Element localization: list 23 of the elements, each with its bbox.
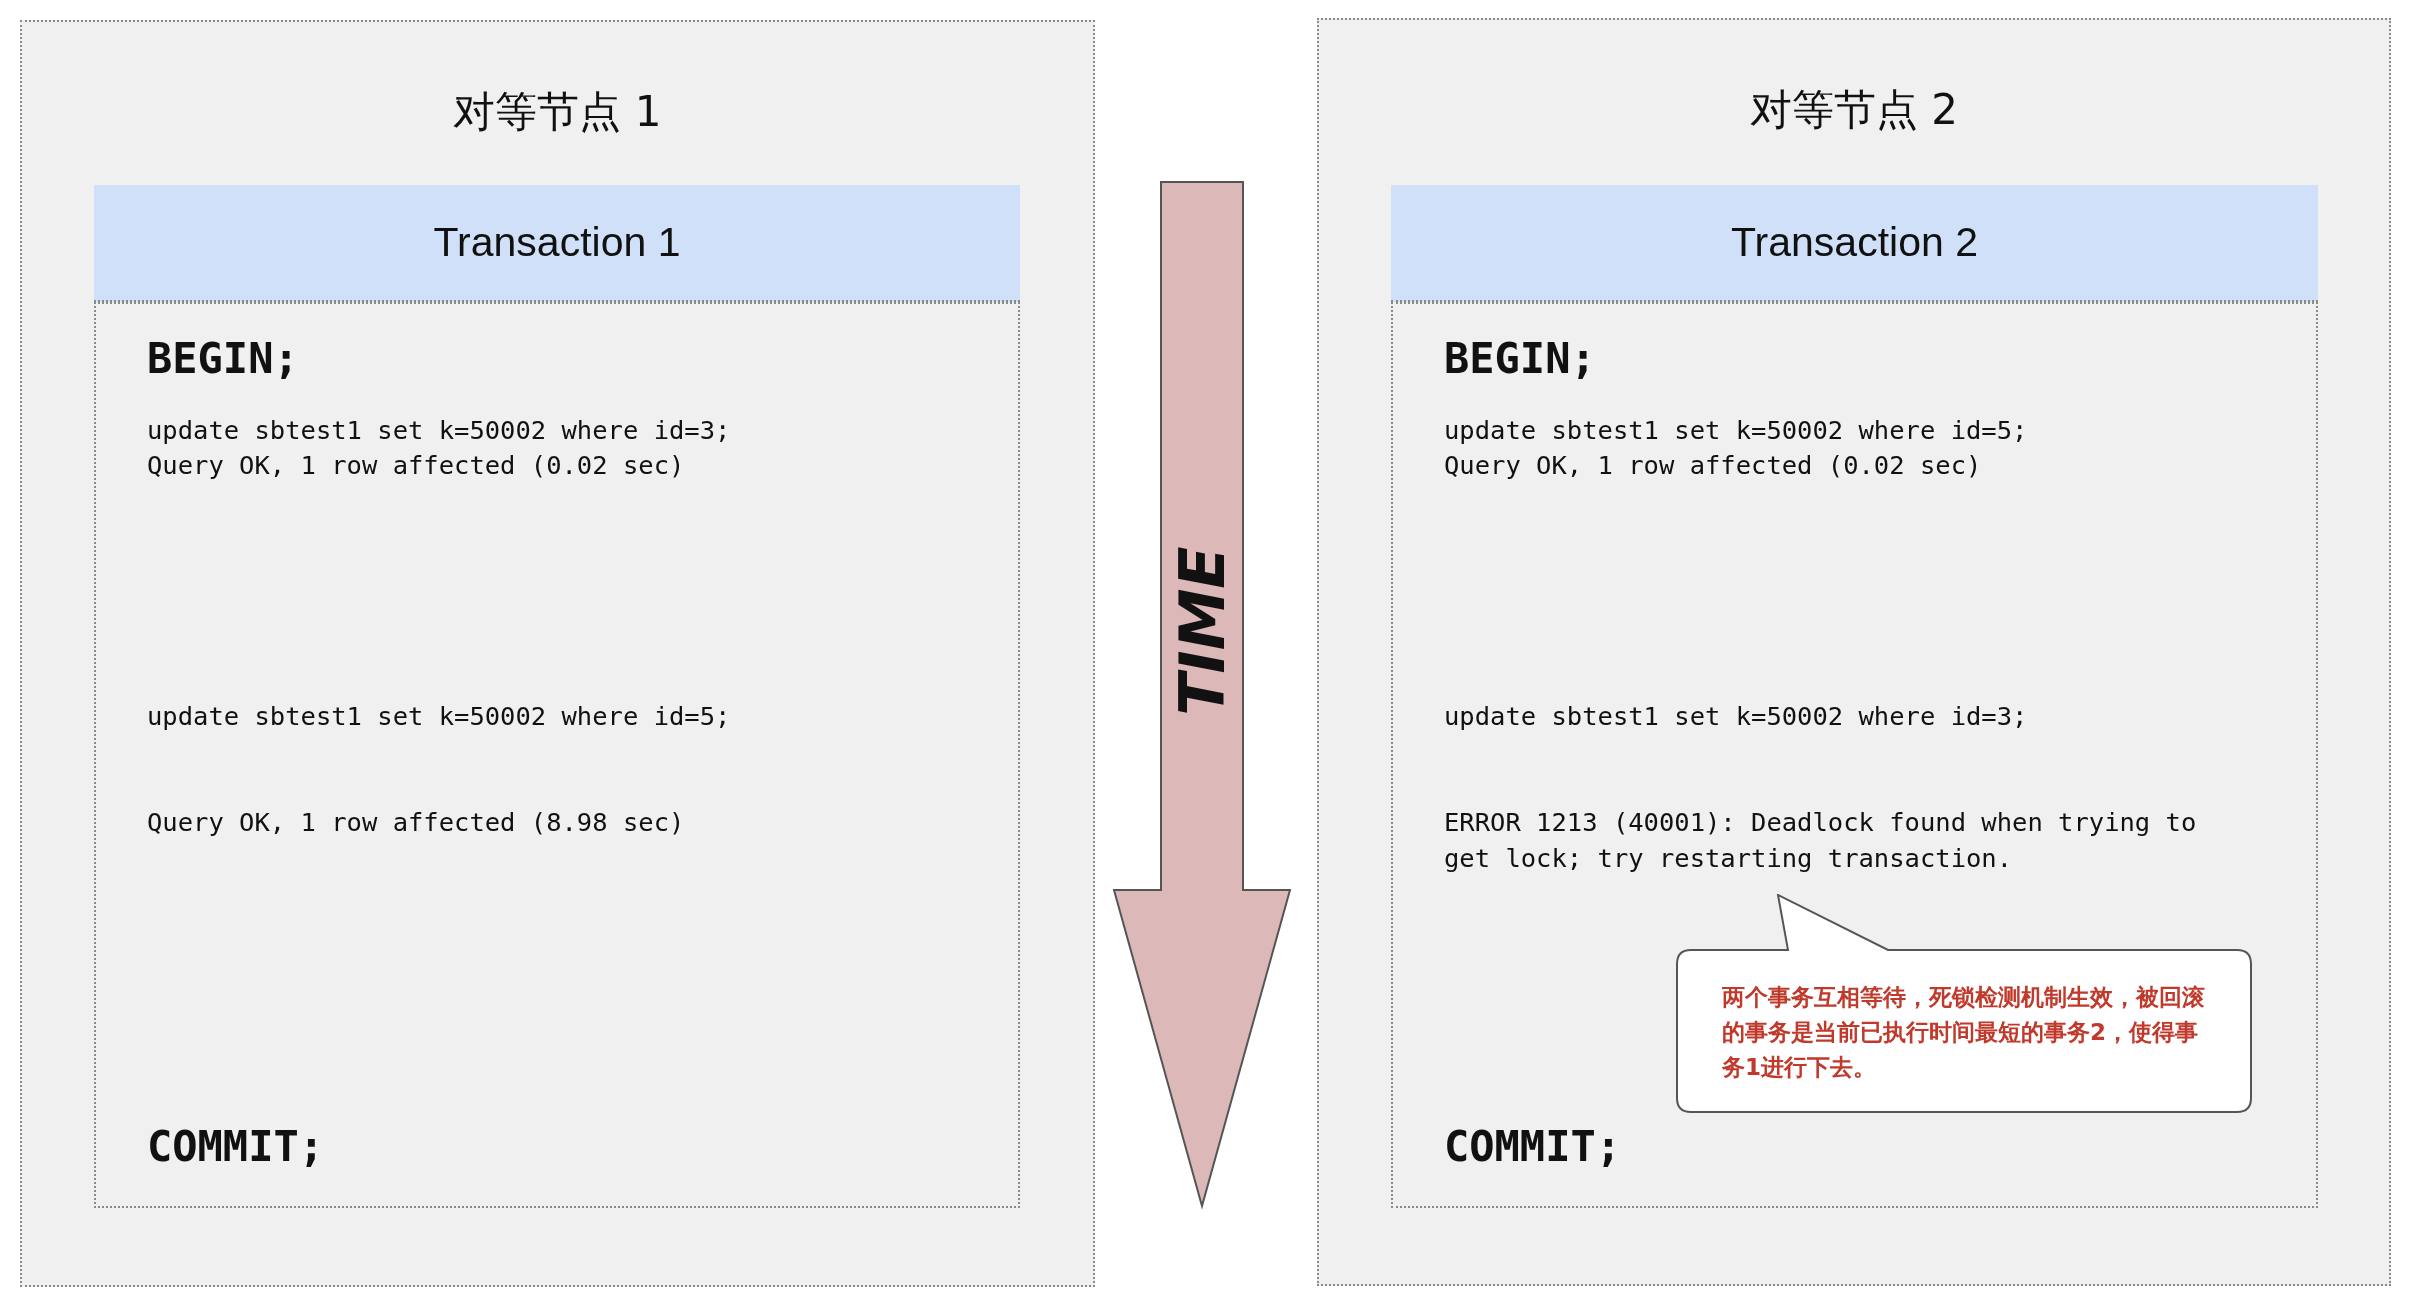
code-line: update sbtest1 set k=50002 where id=3;	[1444, 700, 2029, 733]
speech-bubble	[1676, 894, 2252, 1113]
code-line: Query OK, 1 row affected (0.02 sec)	[147, 449, 686, 482]
code-line: update sbtest1 set k=50002 where id=3;	[147, 414, 732, 447]
sql-keyword: COMMIT;	[1444, 1122, 1621, 1172]
transaction-header: Transaction 2	[1391, 185, 2318, 302]
code-panel	[1391, 302, 2318, 1208]
code-line: ERROR 1213 (40001): Deadlock found when trying to get lock; try restarting transaction.	[1444, 806, 2198, 875]
sql-keyword: BEGIN;	[1444, 334, 1596, 384]
code-line: Query OK, 1 row affected (8.98 sec)	[147, 806, 686, 839]
callout-text: 两个事务互相等待，死锁检测机制生效，被回滚的事务是当前已执行时间最短的事务2，使得事务1进行下去。	[1722, 983, 2206, 1082]
panel-title: 对等节点 2	[1748, 84, 1960, 136]
peer-node-panel	[1317, 18, 2391, 1286]
code-line: Query OK, 1 row affected (0.02 sec)	[1444, 449, 1983, 482]
peer-node-panel	[20, 20, 1095, 1287]
panel-title: 对等节点 1	[452, 86, 663, 138]
code-line: update sbtest1 set k=50002 where id=5;	[1444, 414, 2029, 447]
arrow-label: TIME	[1165, 546, 1239, 716]
code-panel	[94, 302, 1020, 1208]
sql-keyword: BEGIN;	[147, 334, 299, 384]
transaction-header: Transaction 1	[94, 185, 1020, 302]
sql-keyword: COMMIT;	[147, 1122, 324, 1172]
code-line: update sbtest1 set k=50002 where id=5;	[147, 700, 732, 733]
